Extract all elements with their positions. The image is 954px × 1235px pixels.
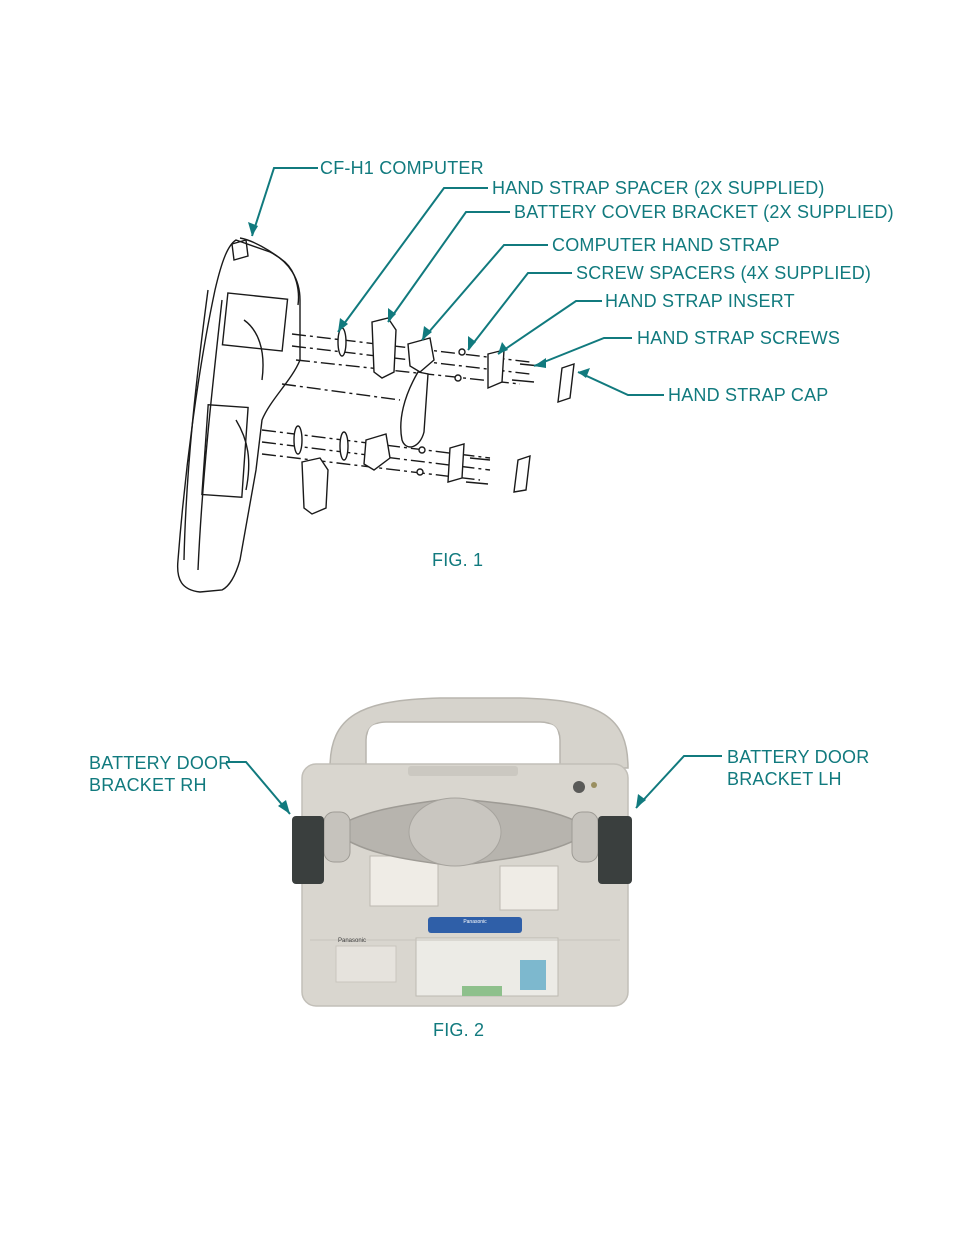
callout-battery-door-bracket-rh: BATTERY DOOR BRACKET RH	[89, 753, 232, 795]
brand-label: Panasonic	[338, 938, 367, 944]
fig1-leader-lines	[251, 167, 664, 396]
fig2-photo	[292, 697, 632, 1007]
callout-hand-strap-spacer: HAND STRAP SPACER (2X SUPPLIED)	[492, 178, 825, 198]
callout-computer-hand-strap: COMPUTER HAND STRAP	[552, 235, 780, 255]
fig1-hardware-parts	[293, 317, 575, 515]
handle-opening	[368, 724, 558, 756]
figure-1-caption: FIG. 1	[432, 550, 484, 570]
callout-battery-cover-bracket: BATTERY COVER BRACKET (2X SUPPLIED)	[514, 202, 894, 222]
blue-sticker	[428, 917, 522, 933]
battery-door-bracket-lh	[598, 816, 632, 884]
camera-lens	[573, 781, 585, 793]
battery-door-bracket-rh	[292, 816, 324, 884]
figure-2-caption: FIG. 2	[433, 1020, 485, 1040]
callout-cf-h1-computer: CF-H1 COMPUTER	[320, 158, 484, 178]
device-handle	[329, 697, 629, 769]
callout-battery-door-bracket-lh: BATTERY DOOR BRACKET LH	[727, 747, 870, 789]
callout-hand-strap-cap: HAND STRAP CAP	[668, 385, 829, 405]
callout-hand-strap-insert: HAND STRAP INSERT	[605, 291, 795, 311]
fig1-computer-side-view	[176, 237, 301, 593]
fig1-leader-arrowheads	[248, 222, 590, 378]
callout-hand-strap-screws: HAND STRAP SCREWS	[637, 328, 841, 348]
strap-palm-pad	[408, 797, 502, 867]
callout-screw-spacers: SCREW SPACERS (4X SUPPLIED)	[576, 263, 872, 283]
fig2-leader-lines	[226, 755, 722, 815]
blue-sticker-text: Panasonic	[463, 919, 487, 925]
